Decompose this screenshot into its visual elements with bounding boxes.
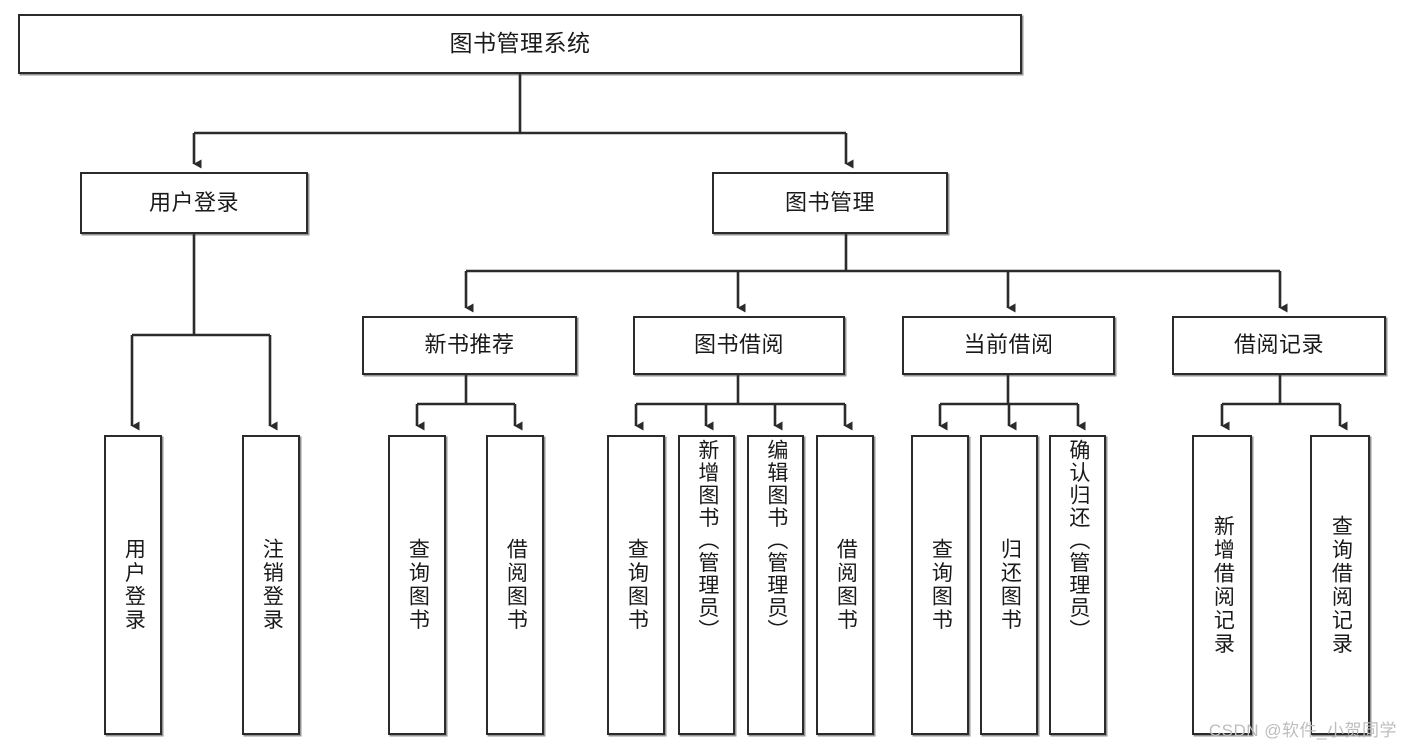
node-new-book-recommendation[interactable]: 新书推荐 bbox=[362, 316, 577, 375]
node-root-book-management-system[interactable]: 图书管理系统 bbox=[18, 14, 1022, 74]
node-label: 查询图书 bbox=[929, 538, 953, 632]
node-label: 借阅图书 bbox=[504, 538, 528, 632]
node-leaf-logout[interactable]: 注销登录 bbox=[242, 435, 300, 735]
node-label: 图书借阅 bbox=[693, 332, 784, 358]
node-label: 归还图书 bbox=[998, 538, 1022, 632]
node-label: 查询借阅记录 bbox=[1329, 514, 1353, 656]
node-leaf-add-borrow-record[interactable]: 新增借阅记录 bbox=[1192, 435, 1252, 735]
node-current-borrow[interactable]: 当前借阅 bbox=[902, 316, 1115, 375]
node-leaf-query-book-recommend[interactable]: 查询图书 bbox=[388, 435, 446, 735]
node-label: 编辑图书（管理员） bbox=[764, 439, 788, 642]
node-leaf-user-login[interactable]: 用户登录 bbox=[104, 435, 162, 735]
node-leaf-edit-book-admin[interactable]: 编辑图书（管理员） bbox=[747, 435, 804, 735]
node-leaf-borrow-book[interactable]: 借阅图书 bbox=[816, 435, 874, 735]
node-label: 新书推荐 bbox=[424, 332, 515, 358]
node-leaf-query-book-borrow[interactable]: 查询图书 bbox=[607, 435, 665, 735]
node-book-management[interactable]: 图书管理 bbox=[712, 172, 948, 234]
node-label: 查询图书 bbox=[625, 538, 649, 632]
node-label: 查询图书 bbox=[406, 538, 430, 632]
node-label: 当前借阅 bbox=[963, 332, 1054, 358]
node-label: 新增图书（管理员） bbox=[695, 439, 719, 642]
node-leaf-borrow-book-recommend[interactable]: 借阅图书 bbox=[486, 435, 544, 735]
node-leaf-query-book-current[interactable]: 查询图书 bbox=[911, 435, 969, 735]
node-label: 注销登录 bbox=[260, 538, 284, 632]
node-label: 新增借阅记录 bbox=[1211, 514, 1235, 656]
node-label: 图书管理 bbox=[784, 189, 875, 215]
node-label: 借阅记录 bbox=[1233, 332, 1324, 358]
node-leaf-add-book-admin[interactable]: 新增图书（管理员） bbox=[678, 435, 735, 735]
node-leaf-query-borrow-record[interactable]: 查询借阅记录 bbox=[1310, 435, 1370, 735]
node-book-borrow[interactable]: 图书借阅 bbox=[633, 316, 845, 375]
node-leaf-confirm-return-admin[interactable]: 确认归还（管理员） bbox=[1049, 435, 1106, 735]
node-borrow-records[interactable]: 借阅记录 bbox=[1172, 316, 1386, 375]
node-label: 用户登录 bbox=[122, 538, 146, 632]
node-label: 图书管理系统 bbox=[449, 30, 591, 57]
node-label: 借阅图书 bbox=[834, 538, 858, 632]
node-user-login[interactable]: 用户登录 bbox=[80, 172, 308, 234]
node-label: 确认归还（管理员） bbox=[1066, 439, 1090, 642]
node-label: 用户登录 bbox=[148, 189, 239, 215]
node-leaf-return-book[interactable]: 归还图书 bbox=[980, 435, 1038, 735]
